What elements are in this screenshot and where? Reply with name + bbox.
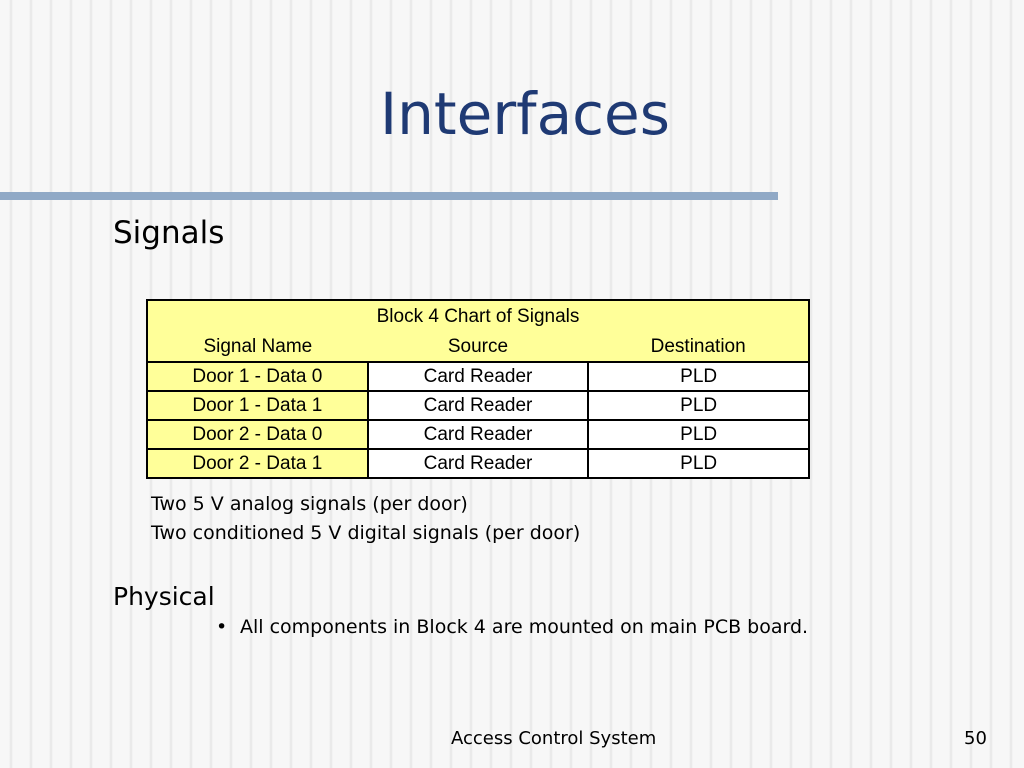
source-cell: Card Reader: [366, 361, 590, 392]
signal-name-cell: Door 1 - Data 1: [146, 390, 369, 421]
signal-note-digital: Two conditioned 5 V digital signals (per…: [151, 522, 581, 544]
signal-name-cell: Door 2 - Data 1: [146, 448, 369, 479]
source-cell: Card Reader: [366, 448, 590, 479]
table-row: Door 2 - Data 1 Card Reader PLD: [146, 448, 810, 479]
slide-title: Interfaces: [380, 80, 670, 148]
signals-heading: Signals: [113, 215, 225, 251]
title-divider: [0, 192, 778, 200]
table-row: Door 1 - Data 0 Card Reader PLD: [146, 361, 810, 392]
bullet-text: All components in Block 4 are mounted on…: [240, 616, 809, 638]
bullet-dot-icon: •: [216, 616, 228, 638]
physical-heading: Physical: [113, 582, 215, 611]
table-caption-row: Block 4 Chart of Signals: [146, 299, 810, 333]
destination-cell: PLD: [587, 419, 810, 450]
source-cell: Card Reader: [366, 390, 590, 421]
column-header-source: Source: [367, 333, 589, 363]
signal-note-analog: Two 5 V analog signals (per door): [151, 493, 468, 515]
destination-cell: PLD: [587, 390, 810, 421]
table-caption: Block 4 Chart of Signals: [146, 299, 810, 333]
column-header-destination: Destination: [588, 333, 810, 363]
physical-bullet-list: • All components in Block 4 are mounted …: [216, 616, 816, 638]
column-header-signal-name: Signal Name: [146, 333, 368, 363]
page-number: 50: [964, 728, 987, 749]
destination-cell: PLD: [587, 361, 810, 392]
table-row: Door 1 - Data 1 Card Reader PLD: [146, 390, 810, 421]
table-row: Door 2 - Data 0 Card Reader PLD: [146, 419, 810, 450]
table-header-row: Signal Name Source Destination: [146, 333, 810, 363]
source-cell: Card Reader: [366, 419, 590, 450]
destination-cell: PLD: [587, 448, 810, 479]
signals-table: Block 4 Chart of Signals Signal Name Sou…: [146, 299, 810, 479]
footer-text: Access Control System: [451, 728, 657, 749]
signal-name-cell: Door 2 - Data 0: [146, 419, 369, 450]
signal-name-cell: Door 1 - Data 0: [146, 361, 369, 392]
bullet-item: • All components in Block 4 are mounted …: [216, 616, 816, 638]
